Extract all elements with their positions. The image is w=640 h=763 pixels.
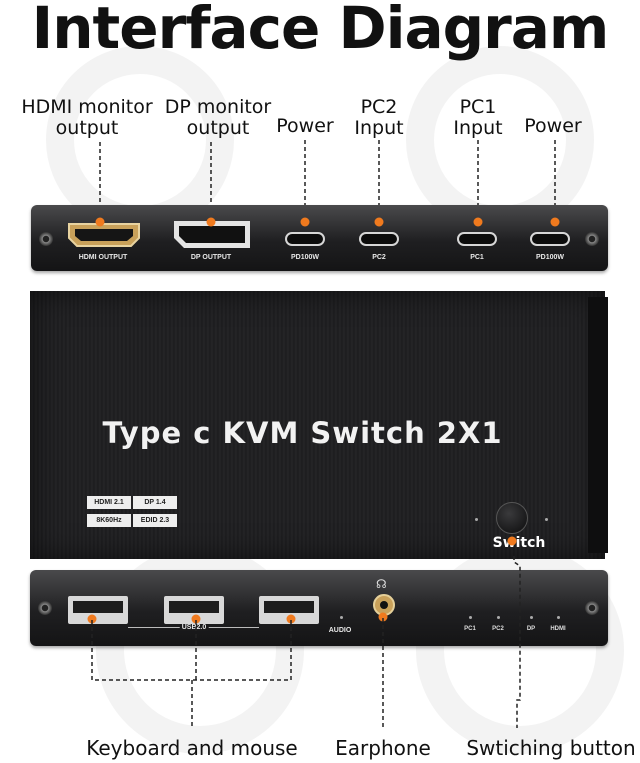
label-line: output — [55, 117, 119, 139]
marker-dot — [550, 217, 560, 227]
marker-dot — [95, 217, 105, 227]
marker-dot — [87, 614, 97, 624]
label-switching-button: Swtiching button — [466, 736, 636, 760]
device-name: Type c KVM Switch 2X1 — [102, 416, 503, 450]
port-label-pc2: PC2 — [372, 254, 386, 261]
marker-dot — [286, 614, 296, 624]
marker-dot — [300, 217, 310, 227]
port-label-dp: DP OUTPUT — [190, 254, 232, 261]
switch-label: Switch — [492, 535, 546, 551]
port-label-hdmi: HDMI OUTPUT — [78, 254, 128, 261]
badge-dp: DP 1.4 — [133, 496, 177, 509]
label-line: PC2 — [360, 96, 398, 118]
port-label-pc1: PC1 — [470, 254, 484, 261]
dp-port-icon — [174, 221, 250, 248]
headphone-icon: ☊ — [376, 577, 387, 591]
usb-label: USB2.0 — [179, 624, 209, 631]
usb-c-port-power-2 — [530, 232, 570, 246]
marker-dot — [473, 217, 483, 227]
page-title: Interface Diagram — [31, 0, 610, 62]
screw-icon — [585, 232, 599, 246]
screw-icon — [38, 601, 52, 615]
screw-icon — [39, 232, 53, 246]
device-body: Type c KVM Switch 2X1 HDMI 2.1 DP 1.4 8K… — [30, 291, 608, 559]
usb-c-port-pc1 — [457, 232, 497, 246]
usb-c-port-pc2 — [359, 232, 399, 246]
label-power-2: Power — [524, 115, 582, 137]
marker-dot — [378, 612, 388, 622]
marker-dot — [374, 217, 384, 227]
badge-hdmi: HDMI 2.1 — [87, 496, 131, 509]
marker-dot — [206, 217, 216, 227]
badge-edid: EDID 2.3 — [133, 514, 177, 527]
port-label-pd-1: PD100W — [290, 254, 320, 261]
label-line: output — [186, 117, 250, 139]
led-label-pc1: PC1 — [464, 626, 476, 632]
marker-dot — [507, 536, 517, 546]
led-label-hdmi: HDMI — [550, 626, 566, 632]
switch-button[interactable] — [496, 502, 528, 534]
spec-badges: HDMI 2.1 DP 1.4 8K60Hz EDID 2.3 — [87, 496, 178, 530]
label-line: PC1 — [459, 96, 497, 118]
label-pc1-input: PC1 Input — [453, 97, 502, 139]
label-line: HDMI monitor — [21, 96, 153, 118]
led-pc2 — [497, 616, 500, 619]
back-panel: HDMI OUTPUT DP OUTPUT PD100W PC2 PC1 PD1… — [31, 205, 608, 271]
label-earphone: Earphone — [335, 736, 431, 760]
label-hdmi-monitor-output: HDMI monitor output — [21, 97, 152, 139]
led-pc1 — [469, 616, 472, 619]
marker-dot — [191, 614, 201, 624]
usb-c-port-power-1 — [285, 232, 325, 246]
usb-a-port-1 — [68, 596, 128, 624]
led-label-dp: DP — [526, 626, 536, 632]
audio-label: AUDIO — [328, 627, 352, 634]
led-hdmi — [557, 616, 560, 619]
label-line: Input — [453, 117, 503, 139]
led-dp — [530, 616, 533, 619]
port-label-pd-2: PD100W — [535, 254, 565, 261]
led-label-pc2: PC2 — [492, 626, 504, 632]
audio-led — [340, 616, 343, 619]
label-dp-monitor-output: DP monitor output — [165, 97, 271, 139]
hdmi-port-icon — [68, 223, 140, 247]
indicator-led — [545, 518, 548, 521]
label-keyboard-and-mouse: Keyboard and mouse — [86, 736, 298, 760]
label-line: DP monitor — [164, 96, 272, 118]
audio-jack-hole — [380, 601, 388, 609]
screw-icon — [585, 601, 599, 615]
indicator-led — [475, 518, 478, 521]
device-side-edge — [588, 297, 608, 553]
front-panel: USB2.0 AUDIO ☊ PC1 PC2 DP HDMI — [30, 570, 608, 646]
label-pc2-input: PC2 Input — [354, 97, 403, 139]
label-power-1: Power — [276, 115, 334, 137]
label-line: Input — [354, 117, 404, 139]
badge-resolution: 8K60Hz — [87, 514, 131, 527]
